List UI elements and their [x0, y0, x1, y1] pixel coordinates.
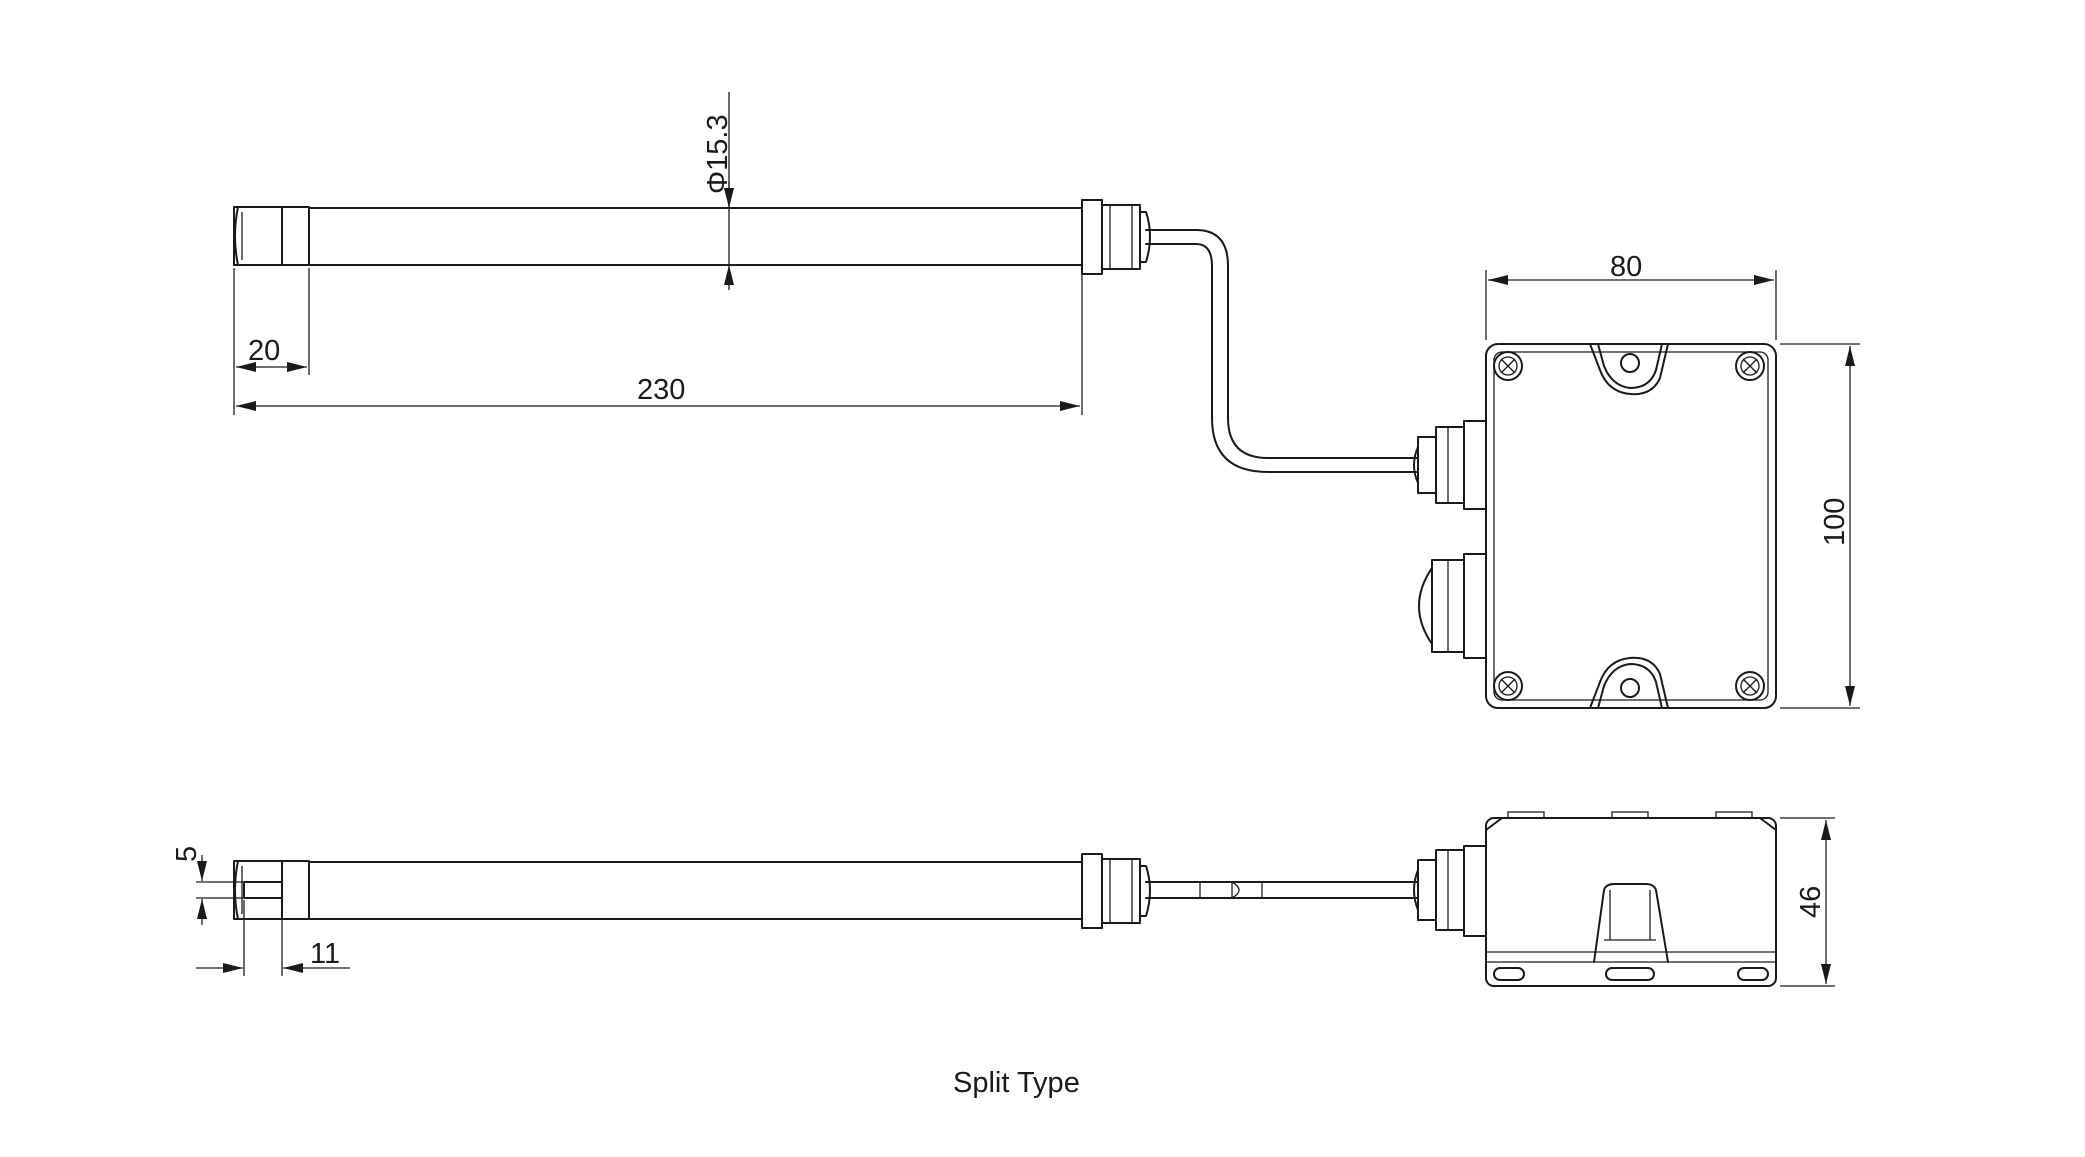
dim-label-tip: 20: [248, 335, 280, 367]
enclosure-top: [1485, 343, 1777, 709]
box-gland-side: [1413, 845, 1487, 937]
top-view: Φ15.3 20 230 80 100: [233, 92, 1860, 709]
dim-probe-diameter: Φ15.3: [702, 92, 734, 290]
dim-label-slot-length: 11: [310, 938, 340, 970]
dim-box-depth: 46: [1780, 817, 1835, 987]
caption: Split Type: [953, 1067, 1080, 1099]
dim-slot-width: 5: [171, 846, 244, 925]
screw-icon: [1735, 671, 1765, 701]
dim-slot-length: 11: [196, 900, 350, 976]
dim-label-depth: 46: [1795, 886, 1827, 918]
probe-tip-top: [233, 206, 310, 266]
probe-gland-side: [1081, 853, 1151, 929]
dim-label-diameter: Φ15.3: [702, 114, 734, 194]
box-gland-upper: [1413, 420, 1487, 510]
dim-box-width: 80: [1485, 251, 1777, 340]
probe-tube-top: [308, 207, 1083, 266]
cable-top-inner: [1145, 243, 1419, 473]
dim-label-length: 230: [637, 374, 685, 406]
dim-label-width: 80: [1610, 251, 1642, 283]
side-view: 46 5 11: [171, 811, 1835, 987]
probe-tube-side: [308, 861, 1083, 920]
screw-icon: [1493, 671, 1523, 701]
dim-label-slot-width: 5: [171, 846, 203, 862]
cable-side: [1145, 881, 1419, 899]
probe-slot: [243, 881, 283, 899]
dim-probe-length: 230: [236, 268, 1083, 415]
probe-gland-top: [1081, 199, 1151, 275]
screw-icon: [1735, 351, 1765, 381]
dim-label-height: 100: [1819, 498, 1851, 546]
probe-tip-side: [233, 860, 310, 920]
dim-box-height: 100: [1780, 343, 1860, 709]
box-gland-lower: [1418, 553, 1487, 659]
screw-icon: [1493, 351, 1523, 381]
cable-top: [1145, 229, 1419, 459]
enclosure-side: [1485, 811, 1777, 987]
dim-tip-length: 20: [233, 268, 310, 415]
